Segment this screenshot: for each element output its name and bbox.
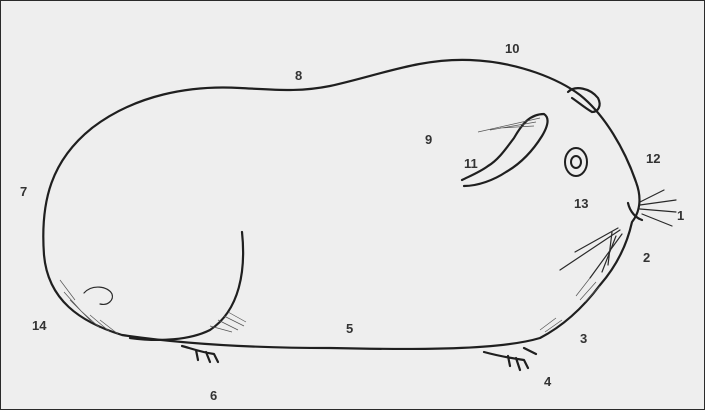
label-4: 4 [544,374,552,389]
label-12: 12 [646,151,660,166]
tail-curl [84,287,112,304]
label-8: 8 [295,68,302,83]
label-1: 1 [677,208,684,223]
back-foot [182,346,218,362]
label-3: 3 [580,331,587,346]
label-14: 14 [32,318,47,333]
label-13: 13 [574,196,588,211]
label-7: 7 [20,184,27,199]
front-foot [484,348,536,370]
label-2: 2 [643,250,650,265]
shoulder-patch [462,114,548,186]
hip-shading [60,280,246,334]
label-9: 9 [425,132,432,147]
body-outline [43,60,639,349]
label-11: 11 [464,156,478,171]
shoulder-shading [478,118,540,132]
label-5: 5 [346,321,353,336]
label-6: 6 [210,388,217,403]
label-10: 10 [505,41,519,56]
eye [565,148,587,176]
chin-shading [540,278,600,332]
